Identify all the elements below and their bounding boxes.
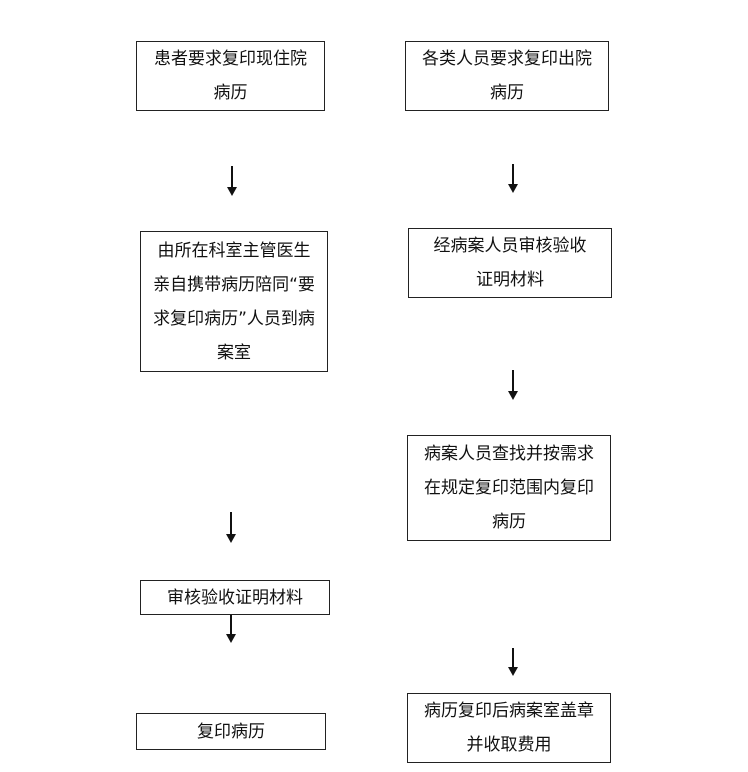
right-step-2-box: 经病案人员审核验收 证明材料 — [408, 228, 612, 298]
right-arrow-2-icon — [507, 370, 519, 400]
left-step-2-line-1: 由所在科室主管医生 — [157, 240, 311, 261]
right-step-2-line-1: 经病案人员审核验收 — [433, 236, 587, 256]
left-step-4-line-1: 复印病历 — [197, 721, 265, 742]
left-arrow-3-icon — [225, 615, 237, 643]
right-step-2-line-2: 证明材料 — [476, 270, 544, 290]
left-step-3-text: 审核验收证明材料 — [167, 581, 303, 615]
left-step-1-line-1: 患者要求复印现住院 — [154, 49, 307, 69]
right-step-1-box: 各类人员要求复印出院 病历 — [405, 41, 609, 111]
right-step-4-line-1: 病历复印后病案室盖章 — [424, 701, 594, 721]
right-arrow-3-icon — [507, 648, 519, 676]
left-step-4-text: 复印病历 — [197, 715, 265, 749]
left-step-1-line-2: 病历 — [213, 83, 248, 103]
left-arrow-2-icon — [225, 512, 237, 543]
left-step-4-box: 复印病历 — [136, 713, 326, 750]
left-step-1-text: 患者要求复印现住院 病历 — [154, 42, 307, 110]
right-step-1-line-1: 各类人员要求复印出院 — [422, 49, 592, 69]
right-arrow-1-icon — [507, 164, 519, 193]
left-step-2-line-4: 案室 — [217, 342, 251, 363]
left-step-2-text: 由所在科室主管医生 亲自携带病历陪同“要 求复印病历”人员到病 案室 — [153, 234, 315, 370]
right-step-3-line-1: 病案人员查找并按需求 — [424, 444, 594, 464]
right-step-3-line-2: 在规定复印范围内复印 — [424, 478, 594, 498]
left-step-2-line-2: 亲自携带病历陪同“要 — [153, 274, 315, 295]
right-step-4-text: 病历复印后病案室盖章 并收取费用 — [424, 694, 594, 762]
right-step-3-line-3: 病历 — [492, 512, 526, 532]
right-step-1-text: 各类人员要求复印出院 病历 — [422, 42, 592, 110]
right-step-1-line-2: 病历 — [490, 83, 524, 103]
left-step-2-box: 由所在科室主管医生 亲自携带病历陪同“要 求复印病历”人员到病 案室 — [140, 231, 328, 372]
left-step-2-line-3: 求复印病历”人员到病 — [153, 308, 315, 329]
right-step-3-box: 病案人员查找并按需求 在规定复印范围内复印 病历 — [407, 435, 611, 541]
left-step-3-line-1: 审核验收证明材料 — [167, 587, 303, 608]
right-step-2-text: 经病案人员审核验收 证明材料 — [434, 229, 587, 297]
left-step-3-box: 审核验收证明材料 — [140, 580, 330, 615]
right-step-4-line-2: 并收取费用 — [466, 735, 552, 755]
left-step-1-box: 患者要求复印现住院 病历 — [136, 41, 325, 111]
right-step-3-text: 病案人员查找并按需求 在规定复印范围内复印 病历 — [424, 437, 594, 539]
left-arrow-1-icon — [226, 166, 238, 196]
right-step-4-box: 病历复印后病案室盖章 并收取费用 — [407, 693, 611, 763]
